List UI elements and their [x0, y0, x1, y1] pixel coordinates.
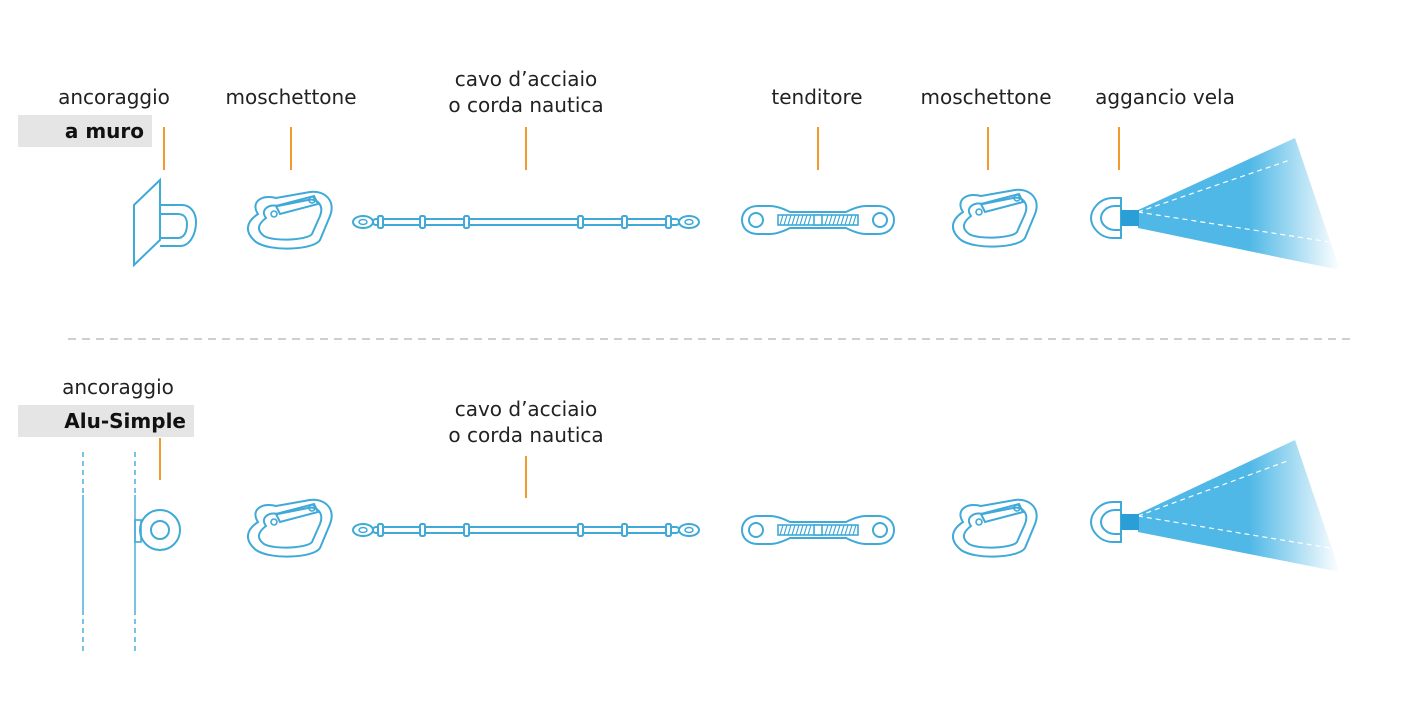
row2-sail-icon — [1090, 440, 1340, 572]
row1-carabiner2-label: moschettone — [920, 85, 1052, 109]
row1-cable-icon — [352, 215, 700, 229]
row2-carabiner-icon — [246, 498, 333, 558]
row2-turnbuckle-icon — [741, 515, 895, 545]
row2-cable-label-line2: o corda nautica — [448, 423, 604, 447]
row1-sail-icon — [1090, 138, 1340, 270]
row1-cable-label-line2: o corda nautica — [448, 93, 604, 117]
row1-sail-hook-label: aggancio vela — [1095, 85, 1235, 109]
row1-cable-label: cavo d’acciaio o corda nautica — [448, 66, 603, 118]
row2-cable-label: cavo d’acciaio o corda nautica — [448, 396, 603, 448]
row2-cable-icon — [352, 523, 700, 537]
alu-simple-anchor-icon — [82, 452, 181, 655]
row2-anchor-label: ancoraggio — [62, 375, 174, 399]
row1-turnbuckle-label: tenditore — [771, 85, 863, 109]
row1-turnbuckle-icon — [741, 205, 895, 235]
row1-anchor-badge: a muro — [18, 115, 152, 147]
row1-carabiner-icon — [246, 190, 333, 250]
row1-anchor-label: ancoraggio — [58, 85, 170, 109]
row1-carabiner1-label: moschettone — [225, 85, 357, 109]
wall-anchor-icon — [133, 177, 198, 268]
row1-leader-lines — [163, 127, 1120, 170]
row1-carabiner2-icon — [951, 188, 1038, 248]
row2-cable-label-line1: cavo d’acciaio — [454, 397, 598, 421]
row1-cable-label-line1: cavo d’acciaio — [454, 67, 598, 91]
row2-leader-lines — [159, 438, 527, 498]
row2-carabiner2-icon — [951, 498, 1038, 558]
row2-anchor-badge: Alu-Simple — [18, 405, 194, 437]
